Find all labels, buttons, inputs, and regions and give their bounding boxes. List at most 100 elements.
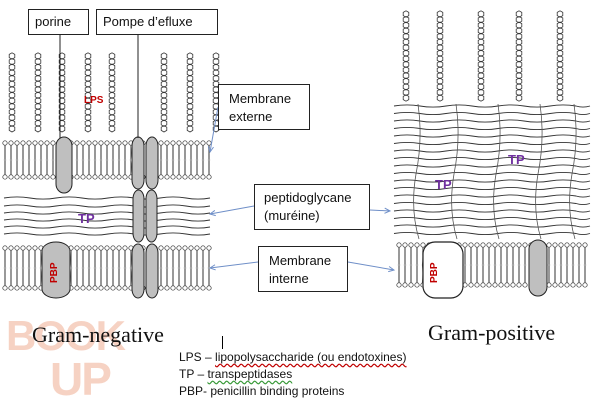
- lps-chain: [160, 52, 168, 133]
- callout-peptidoglycane: peptidoglycane (muréine): [254, 184, 370, 230]
- peptidoglycan-strand: [393, 156, 591, 161]
- peptidoglycan-strand: [393, 119, 591, 123]
- legend-tp-prefix: TP –: [179, 367, 208, 381]
- peptidoglycane-line2: (muréine): [264, 208, 320, 223]
- text-cursor: [222, 336, 223, 349]
- teichoic-acid-chain: [436, 10, 444, 102]
- legend-tp-def: transpeptidases: [207, 367, 293, 381]
- membrane-proteins: [41, 136, 548, 299]
- pbp-label-gram-negative: PBP: [49, 262, 60, 283]
- lps-chain: [84, 52, 92, 133]
- membrane-interne-line1: Membrane: [269, 253, 332, 268]
- peptidoglycan-strand: [393, 149, 591, 153]
- membrane-interne-line2: interne: [269, 271, 309, 286]
- arrow-peptidoglycane-left-head: [208, 210, 216, 217]
- teichoic-acid-chain: [556, 10, 564, 102]
- peptidoglycan-strand: [393, 171, 591, 176]
- peptidoglycane-line1: peptidoglycane: [264, 190, 352, 205]
- arrow-peptidoglycane-right-head: [384, 207, 392, 214]
- title-gram-positive: Gram-positive: [428, 320, 556, 345]
- peptidoglycan-strand: [393, 141, 591, 146]
- pompe-label: Pompe d’efluxe: [103, 14, 193, 29]
- lps-chain: [8, 52, 16, 133]
- teichoic-acid-chains: [402, 10, 564, 102]
- membrane-externe-line2: externe: [229, 109, 273, 124]
- watermark-up: UP: [50, 353, 112, 405]
- peptidoglycan-strand: [3, 218, 211, 222]
- peptidoglycan-strand: [393, 134, 591, 138]
- membrane-protein-gram-positive: [528, 239, 548, 297]
- lps-chains: [8, 52, 220, 133]
- legend: LPS – lipopolysaccharide (ou endotoxines…: [179, 349, 406, 400]
- crosslink: [535, 103, 543, 240]
- peptidoglycan-strand: [393, 216, 591, 221]
- watermark-book: BOOK: [6, 312, 126, 359]
- porin-protein: [55, 136, 73, 194]
- peptidoglycan-strand: [393, 126, 591, 131]
- arrow-membrane-interne-right: [347, 261, 395, 271]
- arrow-peptidoglycane-left: [209, 205, 255, 215]
- inner-membrane-gram-negative: [2, 245, 212, 291]
- efflux-pump-left-inner: [131, 243, 145, 299]
- peptidoglycan-strand: [3, 211, 211, 215]
- crosslink: [493, 103, 501, 240]
- peptidoglycan-strand: [3, 204, 211, 208]
- peptidoglycan-layers: [3, 103, 591, 240]
- legend-pbp: PBP- penicillin binding proteins: [179, 384, 345, 398]
- peptidoglycan-strand: [393, 194, 591, 198]
- callout-pompe: Pompe d’efluxe: [96, 9, 218, 35]
- lps-chain: [186, 52, 194, 133]
- peptidoglycan-strand: [3, 196, 211, 200]
- arrow-membrane-externe-head: [207, 146, 214, 154]
- lps-chain: [58, 52, 66, 133]
- peptidoglycan-strand: [393, 111, 591, 116]
- lps-label: LPS: [84, 95, 104, 106]
- peptidoglycan-strand: [393, 209, 591, 213]
- peptidoglycan-strand: [3, 232, 211, 236]
- teichoic-acid-chain: [477, 10, 485, 102]
- crosslink: [569, 103, 577, 240]
- tp-label-gram-positive-1: TP: [508, 152, 525, 167]
- callout-porine: porine: [28, 9, 89, 35]
- pbp-protein-gram-negative: [41, 241, 71, 299]
- peptidoglycan-strand: [393, 224, 591, 228]
- arrow-membrane-interne-left: [209, 261, 259, 269]
- peptidoglycan-strand: [3, 225, 211, 229]
- callout-membrane-externe: Membrane externe: [218, 84, 310, 130]
- arrow-peptidoglycane-right: [369, 209, 391, 212]
- legend-lps: LPS – lipopolysaccharide (ou endotoxines…: [179, 349, 406, 366]
- peptidoglycan-strand: [393, 104, 591, 108]
- tp-label-gram-positive-2: TP: [435, 177, 452, 192]
- crosslink: [451, 103, 459, 240]
- title-gram-negative: Gram-negative: [32, 322, 164, 347]
- porine-label: porine: [35, 14, 72, 29]
- callout-arrows: [59, 35, 396, 273]
- efflux-pump-right-outer: [145, 136, 159, 190]
- teichoic-acid-chain: [515, 10, 523, 102]
- lps-chain: [108, 52, 116, 133]
- efflux-pump-left-outer: [131, 136, 145, 190]
- legend-tp: TP – transpeptidases: [179, 366, 406, 383]
- peptidoglycan-strand: [393, 164, 591, 168]
- legend-lps-prefix: LPS –: [179, 350, 216, 364]
- efflux-pump-right-inner: [145, 243, 159, 299]
- pbp-protein-gram-positive: [422, 241, 464, 299]
- arrow-membrane-interne-left-head: [208, 264, 216, 271]
- arrow-membrane-interne-right-head: [388, 266, 396, 273]
- crosslink: [413, 103, 421, 240]
- peptidoglycan-strand: [393, 186, 591, 191]
- lps-chain: [34, 52, 42, 133]
- peptidoglycan-strand: [393, 179, 591, 183]
- teichoic-acid-chain: [402, 10, 410, 102]
- peptidoglycan-strand: [393, 231, 591, 236]
- efflux-pump-right-periplasm: [145, 189, 158, 243]
- arrow-membrane-externe: [209, 106, 219, 153]
- outer-membrane: [2, 140, 212, 180]
- callout-membrane-interne: Membrane interne: [258, 246, 348, 292]
- pbp-label-gram-positive: PBP: [429, 262, 440, 283]
- membrane-externe-line1: Membrane: [229, 91, 292, 106]
- peptidoglycan-strand: [393, 201, 591, 206]
- efflux-pump-left-periplasm: [132, 189, 145, 243]
- legend-lps-def: lipopolysaccharide (ou endotoxines): [215, 350, 407, 364]
